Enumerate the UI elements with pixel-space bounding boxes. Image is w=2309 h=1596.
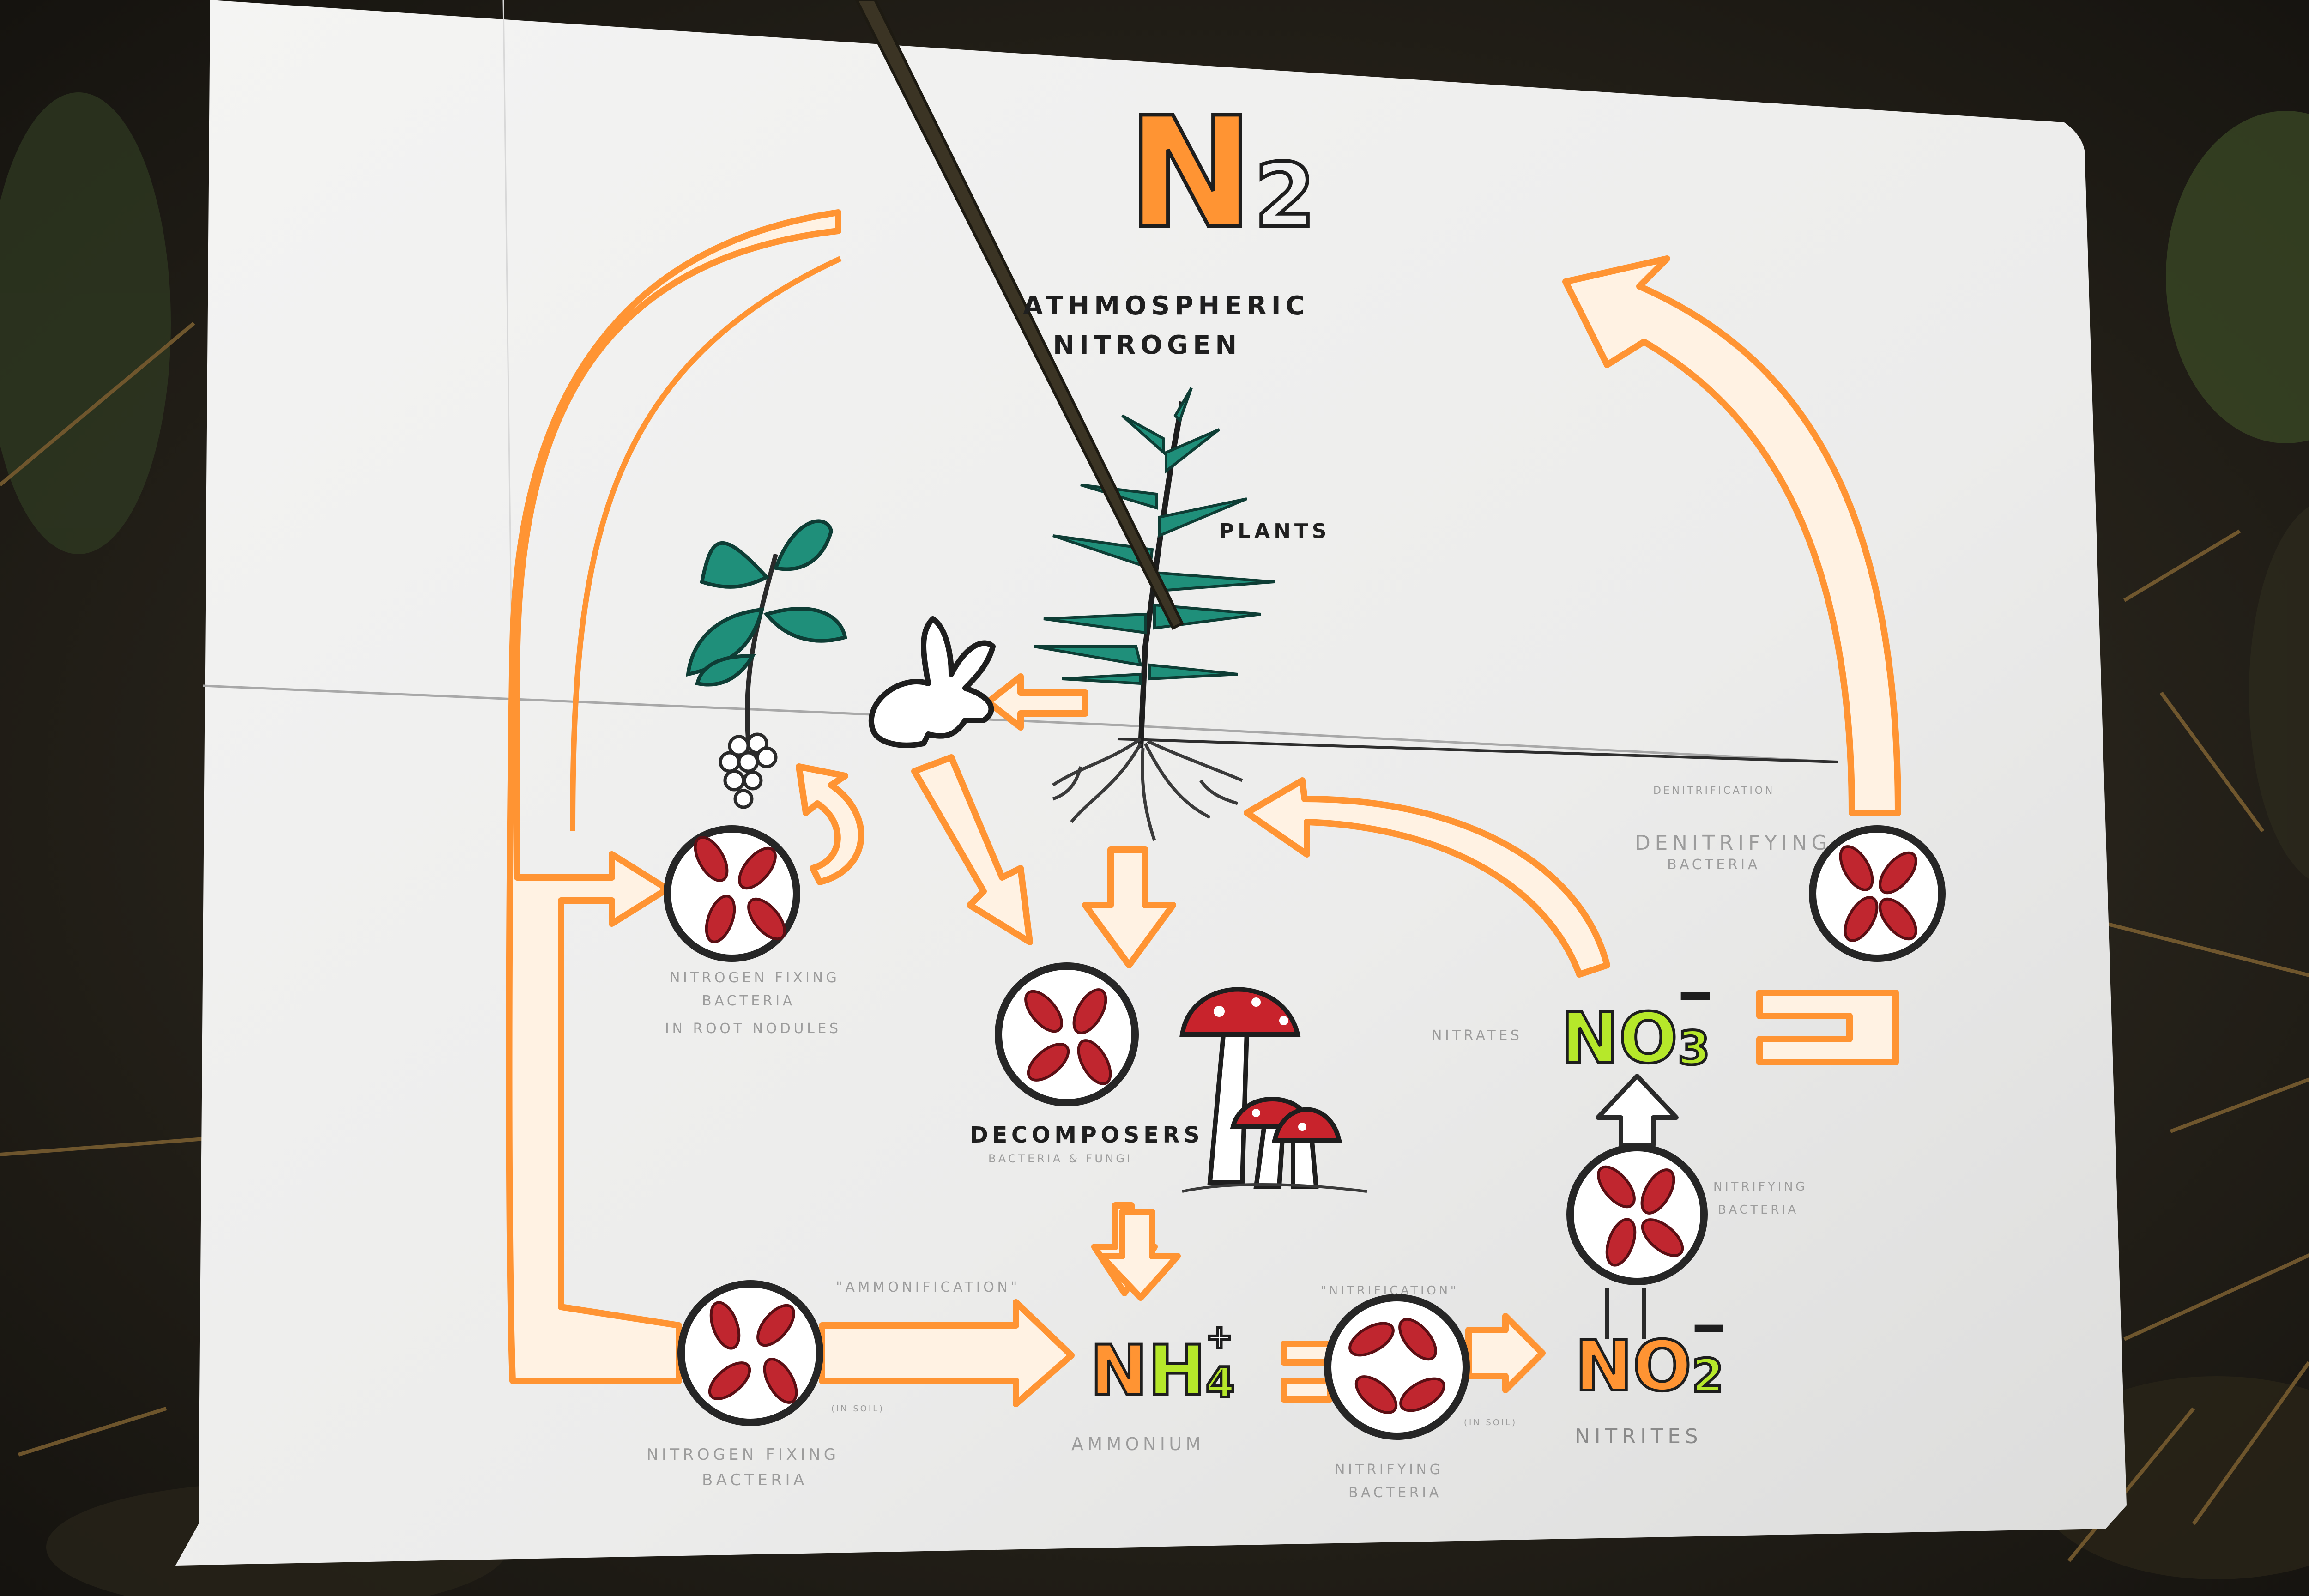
no3-formula: NO−3: [1559, 971, 1714, 1079]
nitrification-label: "NITRIFICATION": [1321, 1284, 1459, 1298]
nitrifying-right-label-2: BACTERIA: [1718, 1203, 1799, 1217]
arrow-n2-to-fixing-bacteria: [506, 209, 841, 1384]
ammonification-label: "AMMONIFICATION": [836, 1279, 1020, 1295]
rabbit-icon: [868, 616, 996, 748]
denitrifying-label-2: BACTERIA: [1667, 857, 1760, 873]
fern-plant-icon: [1034, 387, 1275, 841]
bacteria-circle-nitrifying-bottom: [1324, 1294, 1470, 1440]
n2-subtitle-line1: ATHMOSPHERIC: [1023, 291, 1309, 321]
arrow-bacteria-to-nodules: [796, 763, 864, 885]
seedling-icon: [686, 519, 847, 809]
nfix-root-label-3: IN ROOT NODULES: [665, 1021, 841, 1037]
decomposers-label: DECOMPOSERS: [970, 1122, 1204, 1148]
arrow-plants-to-rabbit: [985, 673, 1088, 731]
arrow-nitrifying-to-no3: [1596, 1074, 1679, 1148]
denitrification-label: DENITRIFICATION: [1653, 785, 1775, 797]
arrow-no3-to-plants: [1244, 777, 1610, 978]
arrow-nh4-to-nitrifying: [1281, 1341, 1333, 1403]
nitrites-label: NITRITES: [1575, 1425, 1703, 1448]
denitrifying-label-1: DENITRIFYING: [1635, 831, 1832, 855]
ground-line: [1117, 738, 1838, 763]
in-soil-label-left: (IN SOIL): [831, 1404, 885, 1414]
stick-pointer: [855, 0, 1185, 630]
nitrifying-bottom-label-2: BACTERIA: [1348, 1485, 1442, 1501]
mushroom-icon: [1179, 987, 1367, 1193]
nh4-formula: NH+4: [1088, 1318, 1236, 1411]
bacteria-circle-denitrifying: [1809, 825, 1946, 962]
bacteria-circle-decomposers: [995, 962, 1139, 1106]
no2-formula: NO−2: [1573, 1303, 1728, 1407]
bacteria-circle-fixing-bottom: [677, 1280, 823, 1426]
plants-label: PLANTS: [1219, 520, 1330, 543]
arrow-plants-to-decomposers: [1082, 846, 1176, 968]
nfix-bottom-label-1: NITROGEN FIXING: [647, 1445, 840, 1464]
arrow-no3-to-denitrifying: [1756, 990, 1899, 1065]
bacteria-circle-nitrifying-right: [1566, 1144, 1708, 1285]
arrow-denitrifying-to-n2: [1562, 255, 1901, 816]
decomposers-sub-label: BACTERIA & FUNGI: [988, 1152, 1133, 1165]
nitrifying-bottom-label-1: NITRIFYING: [1335, 1462, 1444, 1478]
bacteria-circle-root: [664, 825, 800, 962]
fold-line: [203, 684, 1838, 763]
arrow-nitrifying-to-no2: [1465, 1313, 1546, 1393]
nfix-bottom-label-2: BACTERIA: [702, 1471, 808, 1489]
nfix-root-label-2: BACTERIA: [702, 993, 795, 1009]
in-soil-label-right: (IN SOIL): [1464, 1418, 1517, 1427]
nitrates-label: NITRATES: [1432, 1028, 1523, 1044]
n2-title: N2: [1125, 85, 1317, 262]
arrow-rabbit-to-decomposers: [911, 754, 1033, 945]
ammonium-label: AMMONIUM: [1071, 1434, 1205, 1454]
nfix-root-label-1: NITROGEN FIXING: [670, 970, 840, 986]
nitrifying-right-label-1: NITRIFYING: [1713, 1180, 1808, 1194]
arrow-fixing-to-nh4: [819, 1299, 1075, 1407]
n2-subtitle-line2: NITROGEN: [1053, 330, 1242, 360]
